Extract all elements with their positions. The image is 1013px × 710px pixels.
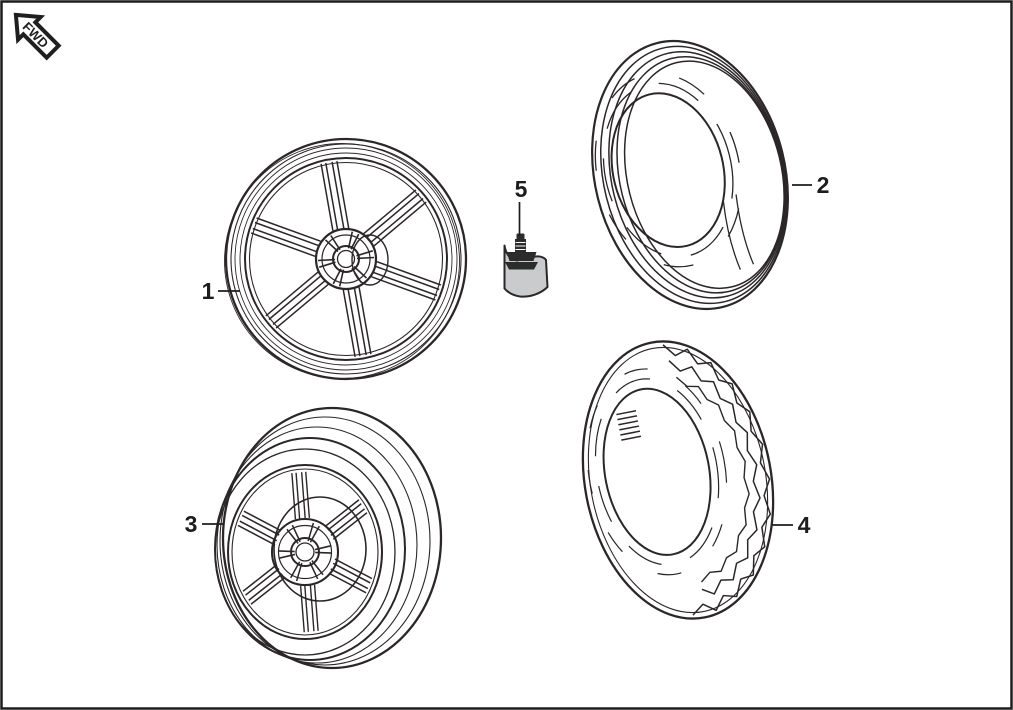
valve-stem-icon xyxy=(505,233,538,270)
part-callout-2[interactable]: 2 xyxy=(817,172,830,198)
rear-tire-illustration xyxy=(581,340,775,620)
part-callout-1[interactable]: 1 xyxy=(202,278,215,304)
fwd-direction-arrow-icon: FWD xyxy=(13,12,62,61)
rear-wheel-illustration xyxy=(214,406,443,670)
part-callout-4[interactable]: 4 xyxy=(798,512,811,538)
part-callout-3[interactable]: 3 xyxy=(185,511,198,537)
front-tire-illustration xyxy=(591,39,789,311)
valve-part-illustration xyxy=(503,233,549,298)
part-callout-5[interactable]: 5 xyxy=(515,176,528,202)
front-wheel-illustration xyxy=(224,137,468,381)
